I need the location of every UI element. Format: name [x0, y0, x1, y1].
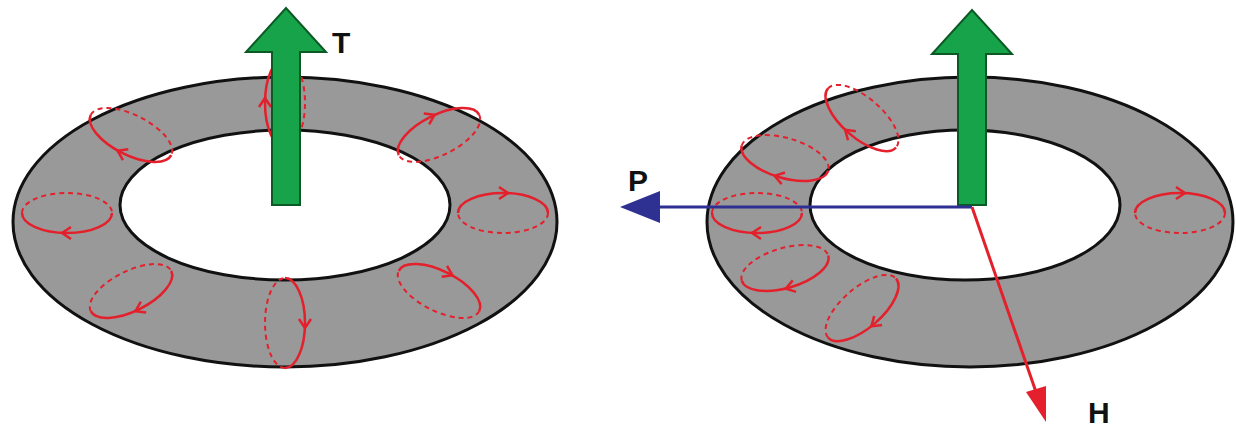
- axis-label: H: [1088, 398, 1110, 428]
- field-arrow: [972, 207, 1046, 422]
- axis-label: P: [628, 166, 648, 196]
- polarization-arrow: [620, 191, 972, 223]
- axis-label: T: [332, 28, 350, 58]
- toroidal-moment-arrow: [932, 10, 1012, 205]
- toroidal-moment-arrow: [246, 8, 326, 205]
